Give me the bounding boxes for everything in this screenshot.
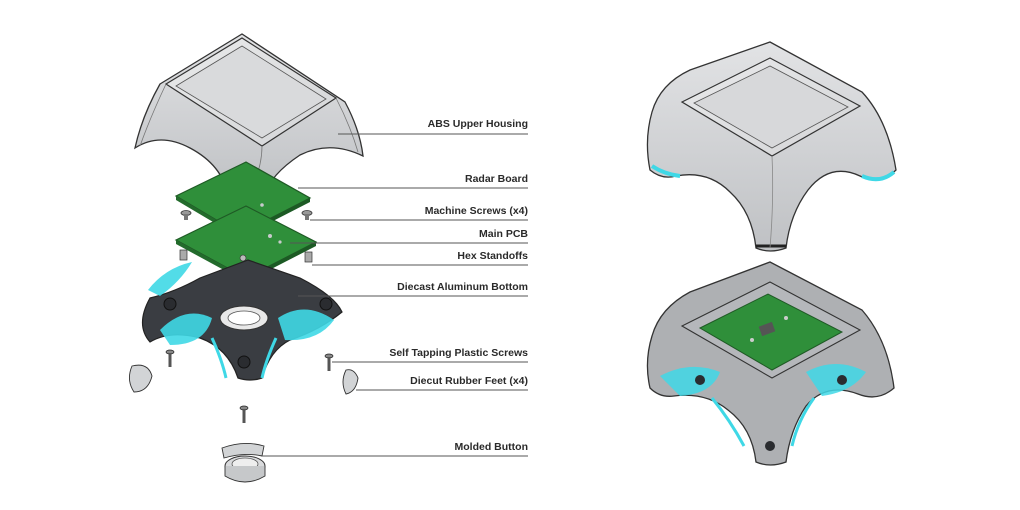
tapping-screw-right [324,353,334,371]
rubber-foot-left [129,364,153,393]
label-main-pcb: Main PCB [478,228,528,240]
tapping-screw-left [165,349,175,367]
hex-standoff-left [179,249,188,261]
leader-lines [262,133,528,457]
rubber-foot-right [342,369,359,395]
diecast-bottom-part [141,259,343,381]
exploded-assembly [129,33,364,483]
label-self-tapping-screws: Self Tapping Plastic Screws [389,347,528,359]
transparent-assembly [646,261,895,466]
machine-screw-left [180,210,192,220]
label-machine-screws: Machine Screws (x4) [424,205,528,217]
label-radar-board: Radar Board [464,173,528,185]
hex-standoff-right [304,251,313,263]
label-rubber-feet: Diecut Rubber Feet (x4) [410,375,528,387]
label-hex-standoffs: Hex Standoffs [457,250,528,262]
assembled-housing [646,41,897,252]
tapping-screw-bottom [239,405,249,423]
molded-button-part [221,443,266,483]
label-molded-button: Molded Button [454,441,528,453]
machine-screw-right [301,210,313,220]
label-diecast-bottom: Diecast Aluminum Bottom [397,281,528,293]
upper-housing-part [134,33,364,196]
label-abs-upper-housing: ABS Upper Housing [427,118,528,130]
